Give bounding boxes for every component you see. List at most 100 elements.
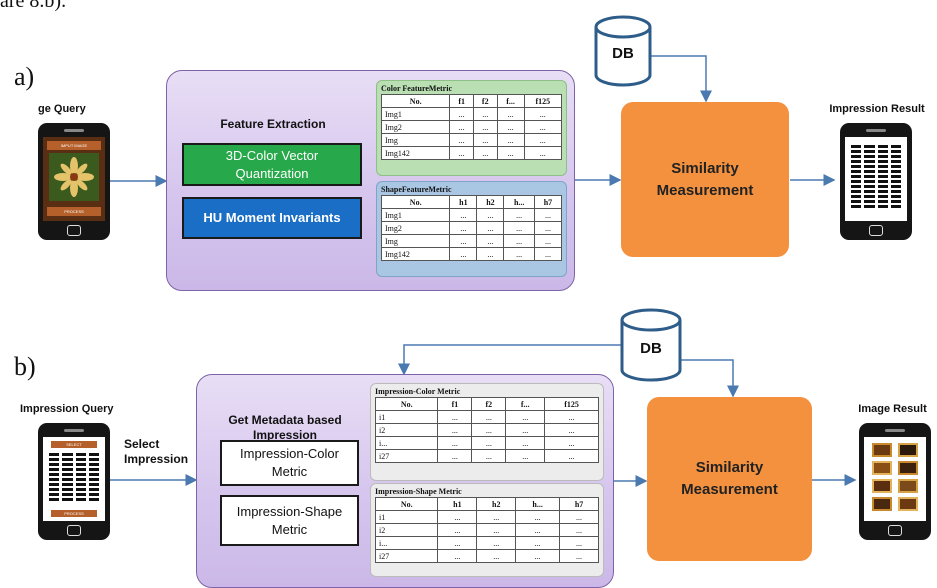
- header-cell: f125: [544, 397, 599, 411]
- table-cell: ...: [472, 146, 498, 160]
- table-cell: ...: [496, 133, 525, 147]
- table-cell: ...: [449, 221, 478, 235]
- table-cell: ...: [471, 436, 507, 450]
- header-cell: f1: [449, 94, 474, 108]
- table-row: i2 ... ... ... ...: [374, 523, 599, 537]
- impression-result-phone: [840, 123, 912, 240]
- table-cell: ...: [476, 234, 505, 248]
- table-cell: i1: [374, 410, 439, 424]
- table-header-row: No. h1 h2 h... h7: [380, 195, 563, 209]
- table-cell: ...: [544, 449, 599, 463]
- process-bar: PROCESS: [51, 510, 97, 517]
- process-bar: PROCESS: [47, 207, 101, 216]
- table-cell: ...: [471, 410, 507, 424]
- table-cell: ...: [505, 436, 546, 450]
- arrow-db-to-similarity-a: [650, 55, 712, 103]
- table-cell: ...: [515, 510, 561, 524]
- table-cell: ...: [515, 523, 561, 537]
- table-cell: Img142: [380, 146, 451, 160]
- part-b-label: b): [14, 352, 36, 381]
- input-image-bar: IMPUT IMAGE: [47, 141, 101, 150]
- similarity-measurement-box: Similarity Measurement: [621, 102, 789, 257]
- impression-result-label: Impression Result: [829, 103, 925, 115]
- table-row: Img1 ... ... ... ...: [380, 208, 563, 222]
- table-cell: ...: [472, 107, 498, 121]
- table-cell: ...: [449, 234, 478, 248]
- header-cell: No.: [374, 497, 439, 511]
- table-cell: ...: [503, 234, 535, 248]
- table-cell: ...: [437, 549, 478, 563]
- table-cell: ...: [523, 133, 563, 147]
- table-cell: ...: [515, 549, 561, 563]
- table-header-row: No. f1 f2 f... f125: [374, 397, 599, 411]
- header-cell: h1: [449, 195, 478, 209]
- table-header-row: No. f1 f2 f... f125: [380, 94, 563, 108]
- table-cell: ...: [533, 247, 563, 261]
- table-cell: i2: [374, 523, 439, 537]
- table-cell: ...: [449, 107, 474, 121]
- table-cell: ...: [523, 120, 563, 134]
- table-cell: i...: [374, 536, 439, 550]
- table-cell: ...: [472, 120, 498, 134]
- table-cell: ...: [449, 133, 474, 147]
- table-row: i1 ... ... ... ...: [374, 510, 599, 524]
- header-cell: f1: [437, 397, 473, 411]
- table-cell: ...: [503, 247, 535, 261]
- table-cell: ...: [515, 536, 561, 550]
- table-cell: ...: [476, 221, 505, 235]
- header-cell: f125: [523, 94, 563, 108]
- table-cell: ...: [505, 423, 546, 437]
- table-cell: ...: [496, 146, 525, 160]
- table-cell: Img1: [380, 107, 451, 121]
- feature-extraction-title: Feature Extraction: [220, 117, 326, 131]
- table-cell: ...: [544, 423, 599, 437]
- header-cell: f...: [496, 94, 525, 108]
- query-phone: IMPUT IMAGE PROCESS: [38, 123, 110, 240]
- table-cell: ...: [449, 146, 474, 160]
- hu-moment-invariants-box: HU Moment Invariants: [182, 197, 362, 239]
- db-label: DB: [612, 45, 634, 62]
- header-cell: No.: [380, 195, 451, 209]
- table-cell: ...: [496, 107, 525, 121]
- table-row: i... ... ... ... ...: [374, 536, 599, 550]
- table-cell: Img2: [380, 221, 451, 235]
- image-result-label: Image Result: [858, 403, 927, 415]
- table-cell: ...: [533, 221, 563, 235]
- table-cell: ...: [559, 536, 599, 550]
- select-bar: SELECT: [51, 441, 97, 448]
- header-cell: f2: [471, 397, 507, 411]
- database-icon: [620, 308, 682, 382]
- table-cell: ...: [476, 536, 517, 550]
- table-cell: i27: [374, 549, 439, 563]
- impression-query-phone: SELECT PROCESS: [38, 423, 110, 540]
- table-cell: i...: [374, 436, 439, 450]
- table-cell: ...: [523, 107, 563, 121]
- table-cell: ...: [559, 523, 599, 537]
- arrow-db-to-similarity-b: [680, 359, 739, 398]
- table-cell: ...: [437, 536, 478, 550]
- table-cell: ...: [505, 410, 546, 424]
- impression-shape-metric-title: Impression-Shape Metric: [375, 487, 462, 496]
- table-cell: i1: [374, 510, 439, 524]
- table-cell: ...: [471, 449, 507, 463]
- table-cell: ...: [505, 449, 546, 463]
- header-cell: h2: [476, 195, 505, 209]
- table-cell: ...: [437, 436, 473, 450]
- header-cell: f2: [472, 94, 498, 108]
- header-cell: No.: [374, 397, 439, 411]
- database-icon: [594, 15, 652, 87]
- table-row: i27 ... ... ... ...: [374, 449, 599, 463]
- table-row: i1 ... ... ... ...: [374, 410, 599, 424]
- header-cell: h1: [437, 497, 478, 511]
- query-motif-image: [49, 153, 99, 201]
- table-cell: Img142: [380, 247, 451, 261]
- table-row: Img2 ... ... ... ...: [380, 221, 563, 235]
- table-cell: ...: [449, 247, 478, 261]
- image-query-label: ge Query: [38, 103, 86, 115]
- table-cell: ...: [533, 234, 563, 248]
- header-cell: h2: [476, 497, 517, 511]
- table-cell: ...: [503, 208, 535, 222]
- db-label: DB: [640, 340, 662, 357]
- table-row: i2 ... ... ... ...: [374, 423, 599, 437]
